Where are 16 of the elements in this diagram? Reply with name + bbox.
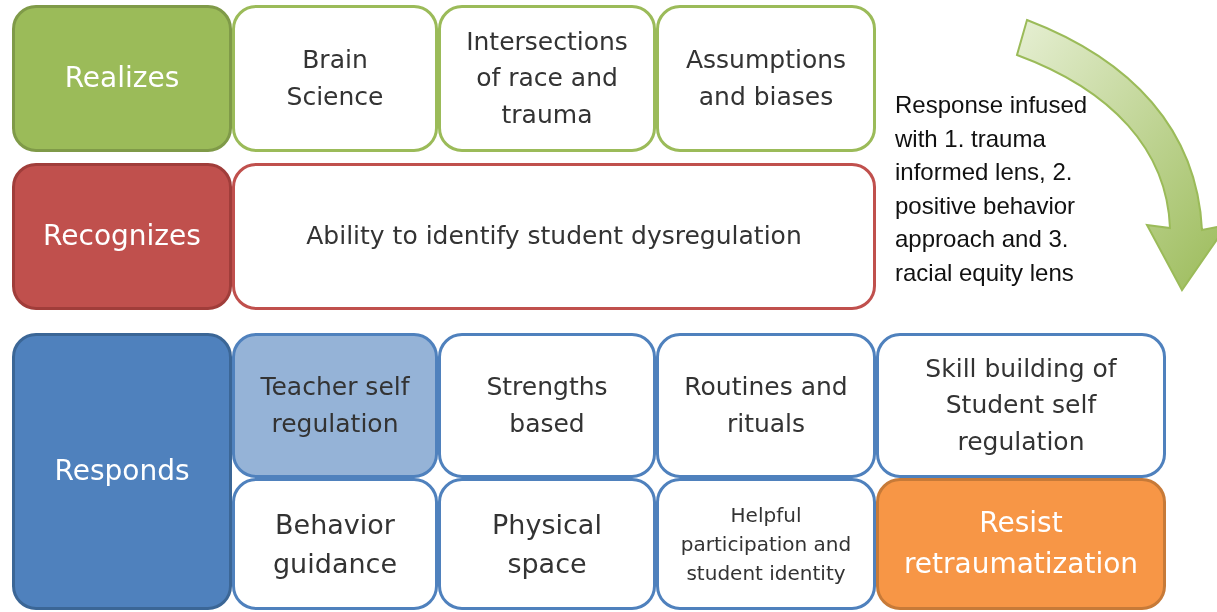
row-header: Recognizes — [12, 163, 232, 310]
topic-box: Behavior guidance — [232, 478, 438, 610]
row-header: Responds — [12, 333, 232, 610]
row-header: Realizes — [12, 5, 232, 152]
topic-box: Ability to identify student dysregulation — [232, 163, 876, 310]
topic-box: Brain Science — [232, 5, 438, 152]
topic-box: Intersections of race and trauma — [438, 5, 656, 152]
topic-box: Physical space — [438, 478, 656, 610]
note-text: Response infused with 1. trauma informed lens, 2. positive behavior approach and 3. racial equity lens — [895, 90, 1089, 288]
topic-box: Resist retraumatization — [876, 478, 1166, 610]
topic-box: Helpful participation and student identity — [656, 478, 876, 610]
topic-box: Routines and rituals — [656, 333, 876, 478]
topic-box: Teacher self regulation — [232, 333, 438, 478]
topic-box: Strengths based — [438, 333, 656, 478]
topic-box: Skill building of Student self regulation — [876, 333, 1166, 478]
topic-box: Assumptions and biases — [656, 5, 876, 152]
